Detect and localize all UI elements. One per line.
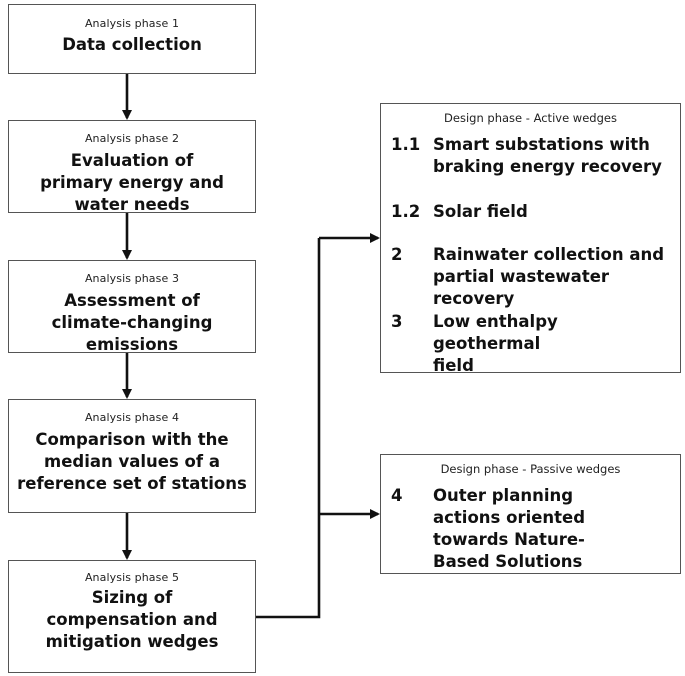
analysis-phase-5-box: Analysis phase 5 Sizing of compensation … bbox=[8, 560, 256, 673]
design-phase-active-wedges-box: Design phase - Active wedges 1.1 Smart s… bbox=[380, 103, 681, 375]
design-header: Design phase - Passive wedges bbox=[440, 462, 621, 476]
analysis-phase-1-box: Analysis phase 1 Data collection bbox=[8, 4, 256, 74]
phase-label: Analysis phase 5 bbox=[84, 571, 180, 584]
connector-phase5-to-design bbox=[256, 238, 321, 619]
phase-title: Data collection bbox=[62, 35, 202, 54]
phase-label: Analysis phase 4 bbox=[84, 411, 180, 424]
analysis-phase-3-box: Analysis phase 3 Assessment of climate-c… bbox=[8, 260, 256, 354]
wedge-item: 2 Rainwater collection and partial waste… bbox=[391, 244, 674, 310]
phase-title: Comparison with the median values of a r… bbox=[17, 430, 247, 493]
design-phase-passive-wedges-box: Design phase - Passive wedges 4 Outer pl… bbox=[380, 454, 681, 574]
phase-title: Assessment of climate-changing emissions bbox=[51, 291, 213, 354]
wedge-item: 4 Outer planning actions oriented toward… bbox=[391, 485, 674, 573]
wedge-item: 1.2 Solar field bbox=[391, 201, 674, 223]
design-header: Design phase - Active wedges bbox=[444, 111, 617, 125]
phase-label: Analysis phase 1 bbox=[84, 17, 180, 30]
wedge-text: Solar field bbox=[433, 202, 528, 221]
phase-label: Analysis phase 2 bbox=[84, 132, 180, 145]
wedge-number: 3 bbox=[391, 312, 403, 331]
phase-label: Analysis phase 3 bbox=[84, 272, 180, 285]
wedge-number: 1.2 bbox=[391, 202, 421, 221]
wedge-item: 1.1 Smart substations with braking energ… bbox=[391, 134, 674, 178]
phase-title: Sizing of compensation and mitigation we… bbox=[45, 588, 219, 651]
wedge-text: Smart substations with braking energy re… bbox=[433, 135, 662, 176]
wedge-number: 2 bbox=[391, 245, 403, 264]
analysis-phase-2-box: Analysis phase 2 Evaluation of primary e… bbox=[8, 120, 256, 214]
wedge-number: 4 bbox=[391, 486, 403, 505]
wedge-item: 3 Low enthalpy geothermal field bbox=[391, 311, 674, 377]
phase-title: Evaluation of primary energy and water n… bbox=[40, 151, 224, 214]
wedge-text: Rainwater collection and partial wastewa… bbox=[433, 245, 665, 308]
wedge-number: 1.1 bbox=[391, 135, 421, 154]
analysis-phase-4-box: Analysis phase 4 Comparison with the med… bbox=[8, 399, 256, 513]
wedge-text: Low enthalpy geothermal field bbox=[433, 312, 558, 375]
wedge-text: Outer planning actions oriented towards … bbox=[433, 486, 586, 571]
